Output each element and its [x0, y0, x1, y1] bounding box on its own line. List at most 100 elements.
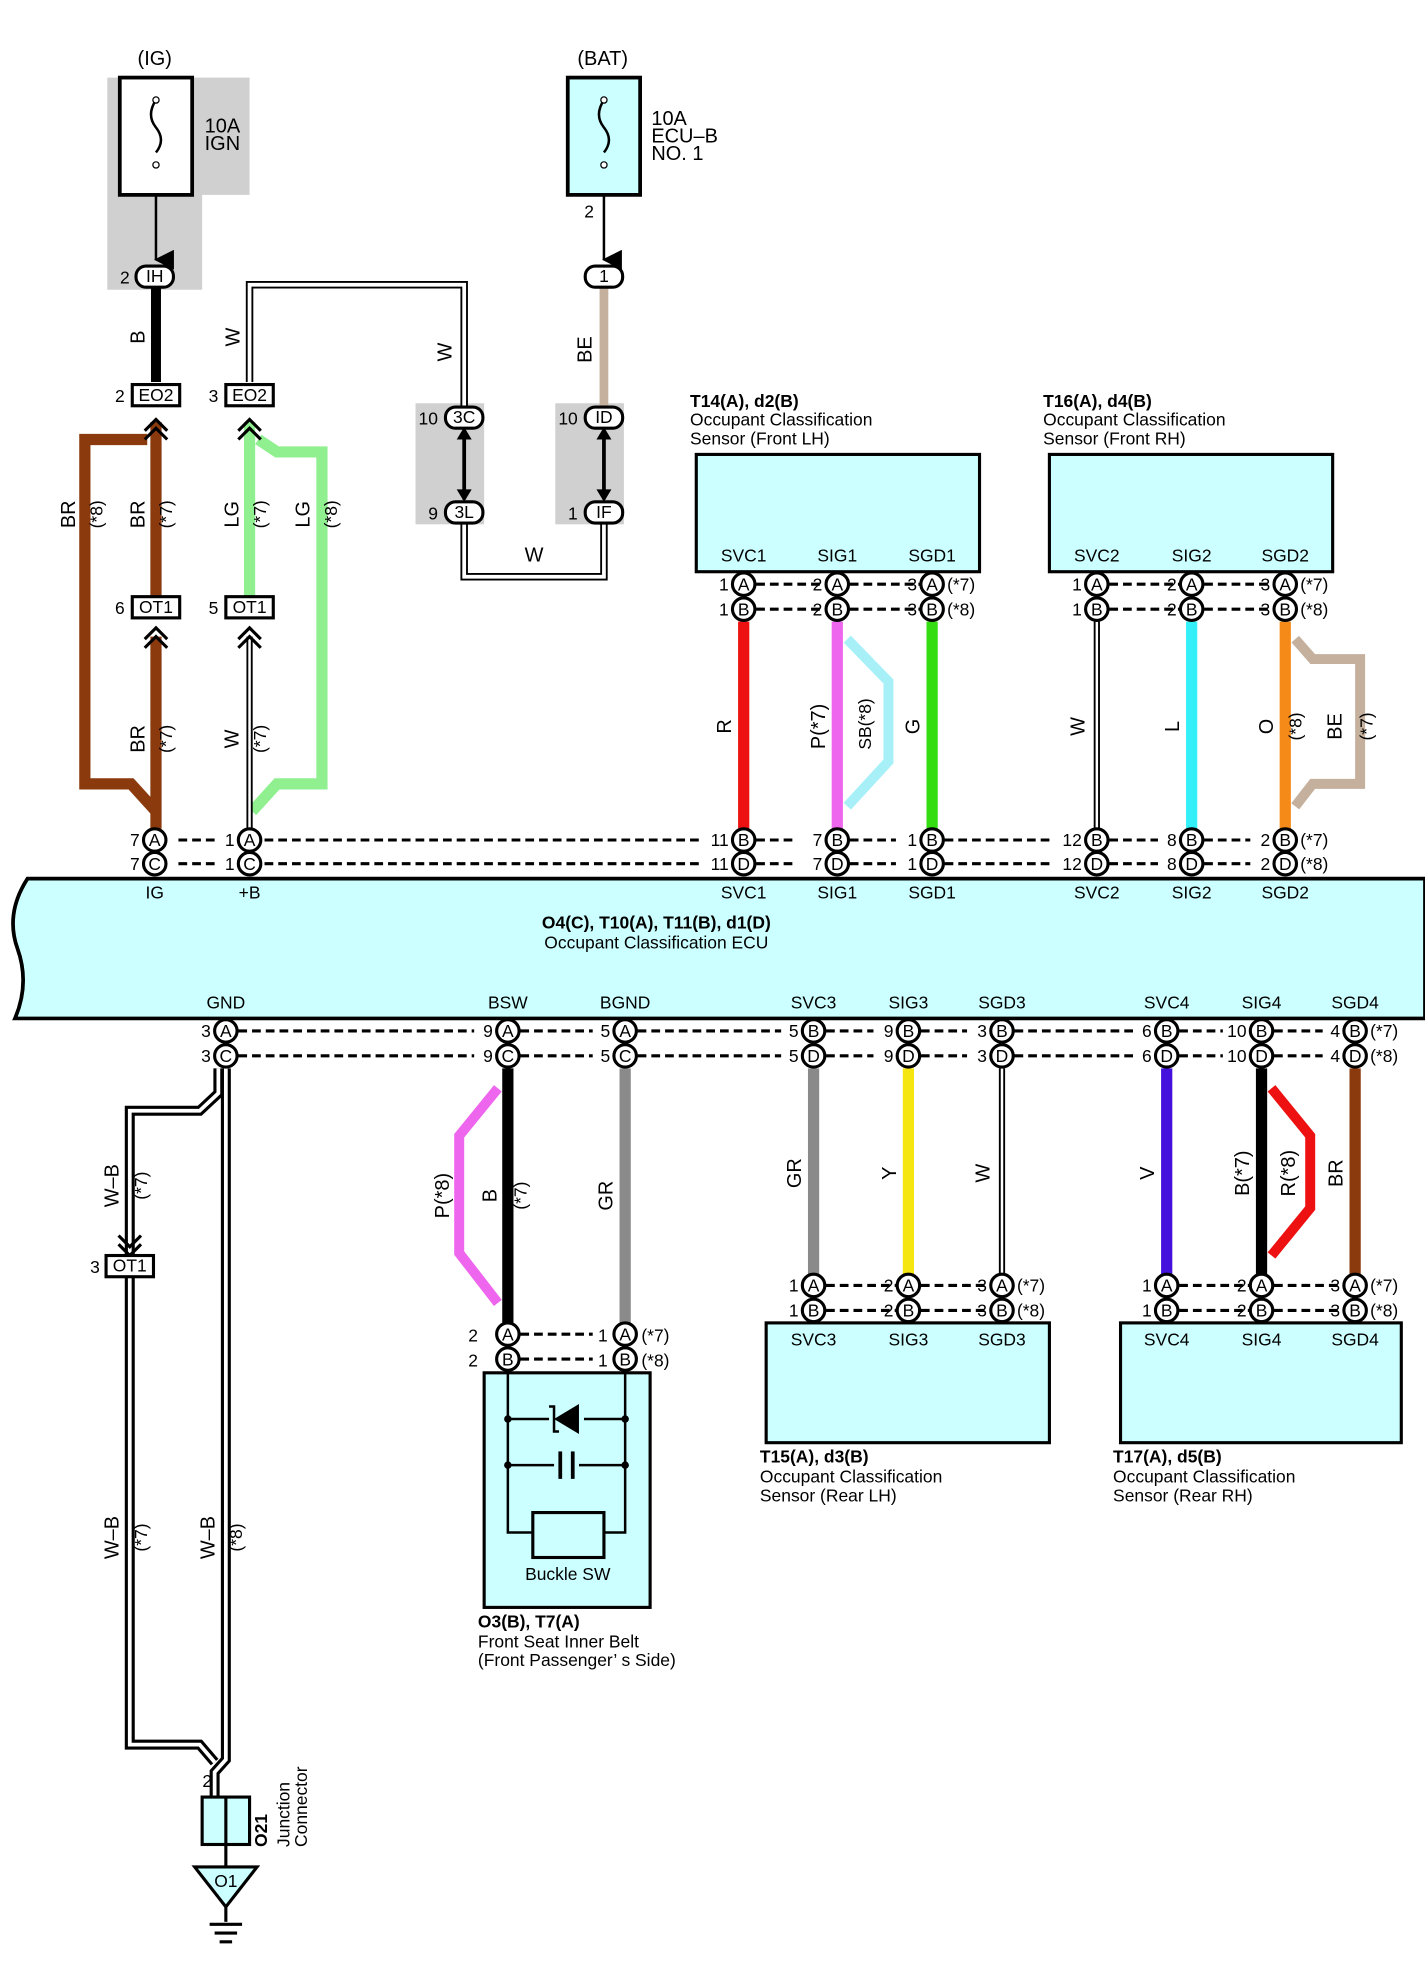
- svg-text:A: A: [619, 1324, 631, 1344]
- svg-text:1: 1: [225, 830, 235, 850]
- wire-label-gr-svc3: GR: [784, 1158, 806, 1188]
- svg-text:B: B: [1349, 1021, 1361, 1041]
- svg-text:BSW: BSW: [488, 992, 528, 1012]
- svg-text:Junction: Junction: [273, 1782, 293, 1847]
- svg-text:(*7): (*7): [1017, 1276, 1045, 1296]
- note-br-low: (*7): [156, 725, 176, 753]
- svg-text:6: 6: [1142, 1046, 1152, 1066]
- svg-text:B: B: [1091, 830, 1103, 850]
- svg-text:12: 12: [1062, 854, 1081, 874]
- svg-text:3: 3: [90, 1257, 100, 1277]
- connector-3c: 3C 10: [419, 405, 485, 430]
- wire-w-eo2-3c-outline: [245, 280, 468, 408]
- ecu-bottom-pin-5-row2: D3: [977, 1043, 1015, 1069]
- sensor-rl-desc1: Occupant Classification: [760, 1467, 942, 1487]
- svg-text:(*7): (*7): [1370, 1276, 1398, 1296]
- ecu-top-pin-1-row1: A1: [225, 827, 263, 853]
- ecu-bottom-pin-5-row1: B3: [977, 1018, 1015, 1044]
- svg-text:1: 1: [789, 1276, 799, 1296]
- bat-fuse-icon: [597, 99, 611, 154]
- svg-text:D: D: [902, 1046, 915, 1066]
- wire-label-w-loop: W: [525, 545, 544, 567]
- svg-text:IH: IH: [146, 266, 163, 286]
- svg-text:B: B: [1279, 830, 1291, 850]
- front-sensor-1-pin-0-b: B1: [1072, 596, 1110, 622]
- svg-text:B: B: [1091, 599, 1103, 619]
- svg-text:SIG3: SIG3: [889, 992, 929, 1012]
- svg-text:2: 2: [884, 1276, 894, 1296]
- ecu-top-pin-7-row1: B2(*7): [1261, 827, 1328, 853]
- svg-text:SGD3: SGD3: [978, 992, 1026, 1012]
- buckle-switch: Buckle SW 2 2 1 1 (*7) (*8) O3(B), T7(A)…: [468, 1326, 676, 1670]
- svg-text:SVC2: SVC2: [1074, 883, 1120, 903]
- svg-text:3: 3: [1330, 1276, 1340, 1296]
- ecu-top-pin-3-row2: D7: [813, 850, 851, 877]
- svg-text:(*8): (*8): [947, 599, 975, 619]
- svg-text:1: 1: [225, 854, 235, 874]
- ecu-bottom-pin-2-row2: C5: [600, 1043, 638, 1069]
- ecu-bottom-pin-3-row1: B5: [789, 1018, 827, 1044]
- capacitor-icon: [554, 1451, 579, 1479]
- svg-text:SVC1: SVC1: [721, 546, 767, 566]
- wire-label-b7: B(*7): [1232, 1150, 1254, 1195]
- svg-text:A: A: [831, 574, 843, 594]
- bat-fuse-box: [565, 75, 642, 197]
- svg-text:2: 2: [1261, 830, 1271, 850]
- front-sensor-0-pin-2-b: B3(*8): [907, 596, 975, 622]
- svg-text:EO2: EO2: [232, 385, 267, 405]
- front-sensor-pin-rows: [756, 582, 1273, 611]
- front-sensor-1-pin-2-b: B3(*8): [1261, 596, 1328, 622]
- svg-text:1: 1: [1142, 1301, 1152, 1321]
- wire-label-wb-mid: W–B: [102, 1516, 124, 1559]
- svg-text:4: 4: [1330, 1021, 1340, 1041]
- wire-label-p8: P(*8): [432, 1173, 454, 1218]
- front-sensor-0-pin-2-a: A3(*7): [907, 571, 975, 597]
- ecu-top-pin-rows: [178, 838, 1251, 866]
- wire-label-wb-upper: W–B: [102, 1164, 124, 1207]
- ecu-bottom-pin-7-row1: B10: [1227, 1018, 1275, 1044]
- buckle-desc2: (Front Passenger’ s Side): [478, 1650, 676, 1670]
- bat-fuse-pin: 2: [584, 201, 594, 221]
- svg-text:SIG2: SIG2: [1172, 883, 1212, 903]
- connector-ot1-right: OT1 5: [209, 595, 275, 620]
- svg-text:SIG3: SIG3: [889, 1329, 929, 1349]
- svg-text:(*7): (*7): [1300, 574, 1328, 594]
- sensor-fl-desc1: Occupant Classification: [690, 410, 872, 430]
- svg-text:SIG4: SIG4: [1242, 992, 1282, 1012]
- svg-text:A: A: [1091, 574, 1103, 594]
- wire-label-g: G: [903, 719, 925, 735]
- svg-text:C: C: [243, 854, 256, 874]
- svg-text:5: 5: [789, 1046, 799, 1066]
- connector-ih: IH 2: [120, 264, 176, 289]
- wire-label-w-top2: W: [435, 343, 457, 362]
- wire-label-p7: P(*7): [808, 704, 830, 749]
- svg-text:2: 2: [813, 574, 823, 594]
- rear-sensor-0-pin-2-b: B3(*8): [977, 1297, 1045, 1324]
- sensor-front-lh: T14(A), d2(B) Occupant Classification Se…: [690, 391, 982, 574]
- ecu-name: O4(C), T10(A), T11(B), d1(D): [542, 913, 771, 933]
- ig-source-label: (IG): [138, 48, 172, 70]
- svg-text:D: D: [831, 854, 844, 874]
- svg-text:3: 3: [907, 599, 917, 619]
- buckle-pin-2-a: A: [495, 1321, 521, 1347]
- wire-label-br-sgd4: BR: [1326, 1159, 1348, 1187]
- ecu-top-pin-6-row1: B8: [1167, 827, 1205, 853]
- zener-diode-icon: [549, 1404, 584, 1434]
- ecu-bottom-pin-1-row1: A9: [483, 1018, 521, 1044]
- buckle-label: Buckle SW: [525, 1564, 611, 1584]
- connector-ot1-left: OT1 6: [115, 595, 182, 620]
- ground-icon: [209, 1922, 243, 1944]
- svg-text:A: A: [619, 1021, 631, 1041]
- svg-text:O1: O1: [214, 1871, 237, 1891]
- wire-label-y: Y: [879, 1167, 901, 1180]
- ecu-bottom-pin-8-row1: B4(*7): [1330, 1018, 1398, 1044]
- svg-text:2: 2: [202, 1771, 212, 1791]
- svg-text:2: 2: [468, 1326, 478, 1346]
- svg-text:3: 3: [907, 574, 917, 594]
- rear-sensor-1-pin-0-b: B1: [1142, 1297, 1180, 1324]
- wire-p-bsw-8: [454, 1085, 502, 1306]
- svg-text:2: 2: [115, 386, 125, 406]
- svg-text:B: B: [926, 830, 938, 850]
- ecu-bottom-pin-0-row1: A3: [201, 1018, 239, 1044]
